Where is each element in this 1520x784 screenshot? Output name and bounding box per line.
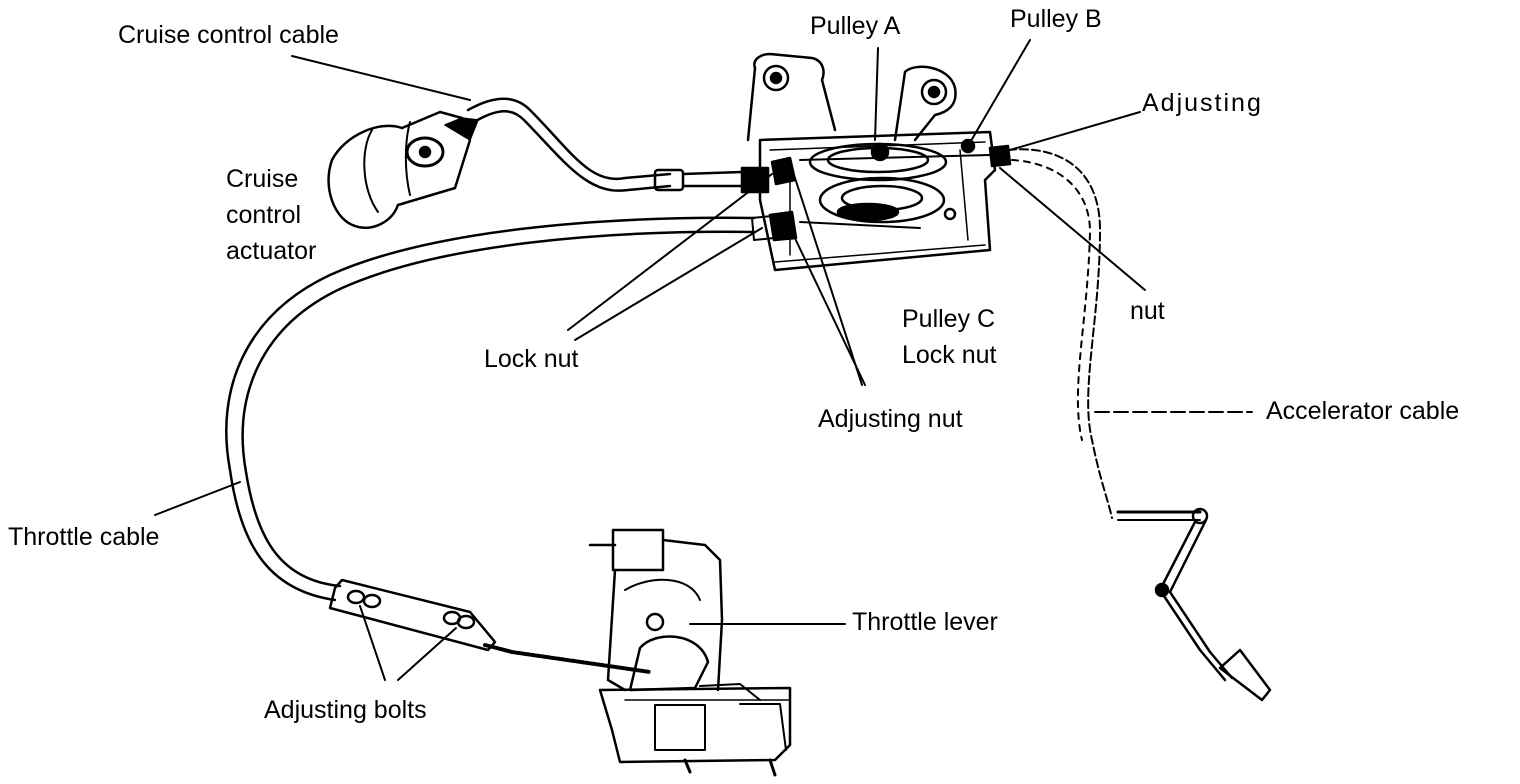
label-actuator-line-1: Cruise bbox=[226, 165, 299, 193]
throttle-body bbox=[588, 528, 792, 777]
leader-adjusting-bolt-a bbox=[359, 605, 386, 681]
leader-adjusting bbox=[1009, 111, 1141, 151]
leader-lines bbox=[154, 39, 1253, 681]
cable-bracket bbox=[328, 578, 652, 674]
label-adjusting-bolts: Adjusting bolts bbox=[264, 696, 427, 724]
leader-adjusting-nut-a bbox=[794, 177, 863, 386]
label-accelerator-cable: Accelerator cable bbox=[1266, 397, 1460, 425]
cruise-control-actuator bbox=[327, 110, 479, 229]
label-pulley-c: Pulley C bbox=[902, 305, 996, 333]
label-throttle-lever: Throttle lever bbox=[852, 608, 998, 636]
label-adjusting-nut: Adjusting nut bbox=[818, 405, 963, 433]
leader-throttle-cable bbox=[154, 481, 241, 516]
leader-nut bbox=[999, 167, 1146, 291]
accelerator-cable bbox=[999, 148, 1113, 519]
leader-pulley-b bbox=[967, 39, 1031, 147]
leader-cruise-control-cable bbox=[291, 55, 471, 101]
label-adjusting: Adjusting bbox=[1142, 89, 1263, 117]
leader-adjusting-nut-b bbox=[791, 231, 866, 386]
label-throttle-cable: Throttle cable bbox=[8, 523, 160, 551]
leader-lock-nut-b bbox=[574, 227, 763, 341]
pulley-bracket-assembly bbox=[746, 52, 1012, 272]
leader-lock-nut-a bbox=[567, 173, 773, 331]
label-pulley-b: Pulley B bbox=[1010, 5, 1102, 33]
leader-adjusting-bolt-b bbox=[397, 627, 457, 681]
accelerator-pedal bbox=[1116, 507, 1272, 702]
label-pulley-c-lock-nut: Lock nut bbox=[902, 341, 997, 369]
label-actuator-line-2: control bbox=[226, 201, 302, 229]
label-cruise-control-cable: Cruise control cable bbox=[118, 21, 339, 49]
label-actuator-line-3: actuator bbox=[226, 237, 317, 265]
cruise-control-cable bbox=[466, 97, 770, 194]
throttle-cable bbox=[225, 216, 756, 602]
label-pulley-a: Pulley A bbox=[810, 12, 901, 40]
label-nut: nut bbox=[1130, 297, 1165, 325]
leader-pulley-a bbox=[874, 47, 879, 141]
label-lock-nut: Lock nut bbox=[484, 345, 579, 373]
